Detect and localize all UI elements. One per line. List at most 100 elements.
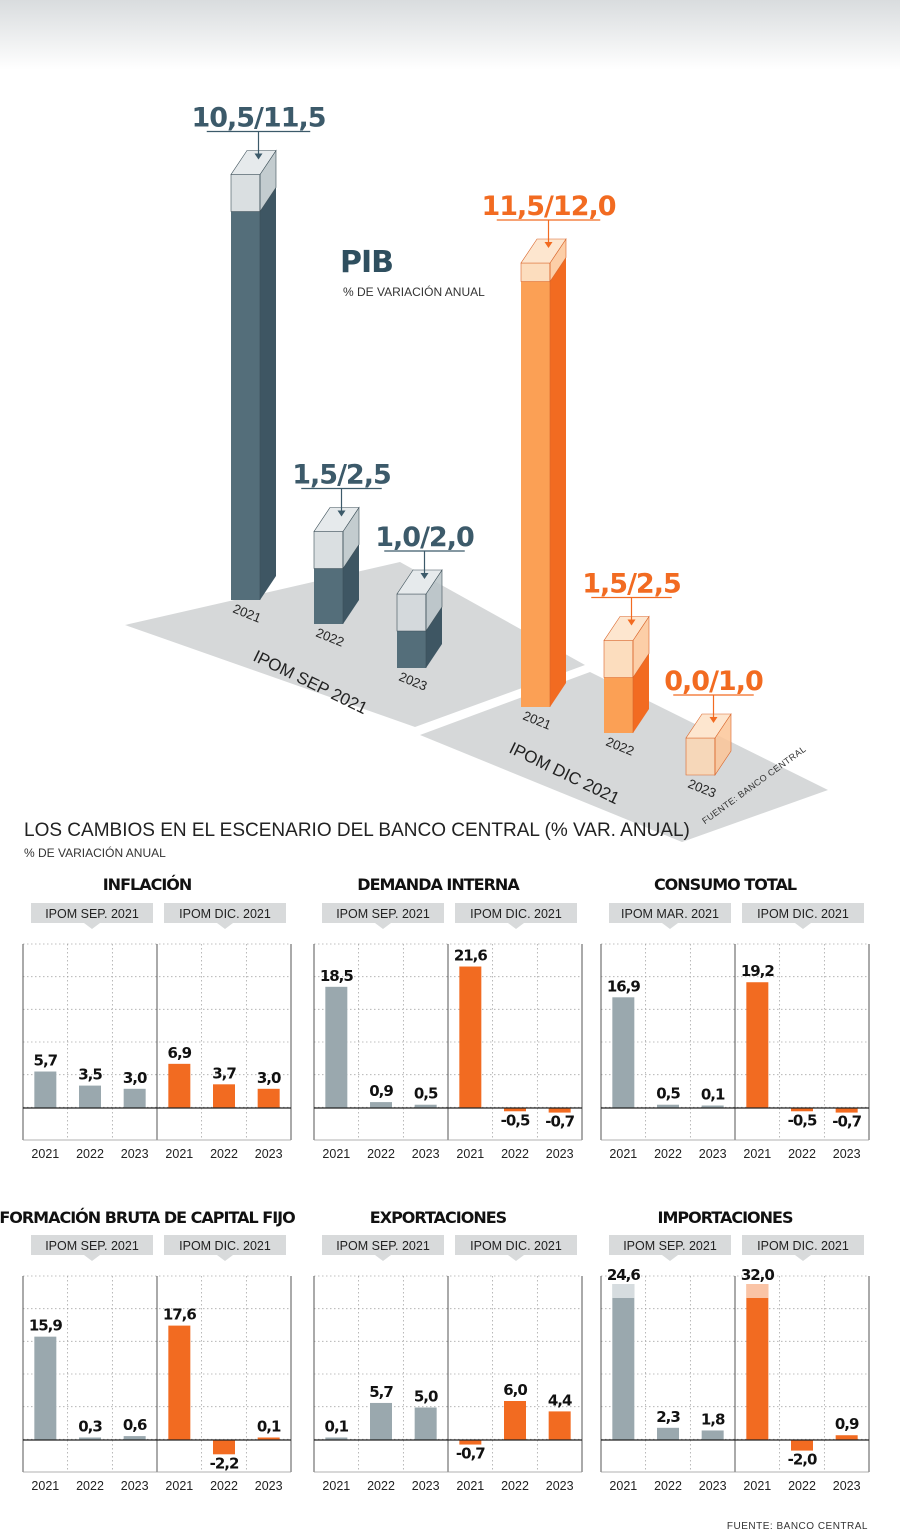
data-bar	[791, 1108, 813, 1112]
pib-bar-top	[313, 507, 360, 532]
data-bar	[79, 1085, 101, 1108]
chart-title: DEMANDA INTERNA	[357, 875, 520, 894]
data-bar	[504, 1108, 526, 1112]
data-label: 0,5	[414, 1085, 438, 1103]
indicator-chart: DEMANDA INTERNA IPOM SEP. 2021 IPOM DIC. 2…	[313, 875, 583, 1161]
pib-value-label: 10,5/11,5	[191, 103, 325, 134]
data-bar	[325, 1437, 348, 1440]
data-label: 0,9	[835, 1415, 859, 1433]
data-bar	[325, 986, 348, 1108]
year-label: 2023	[255, 1479, 283, 1493]
data-bar-break	[612, 1284, 635, 1298]
pib-bar-range-front	[685, 737, 716, 776]
year-label: 2021	[743, 1147, 771, 1161]
data-bar	[746, 982, 769, 1108]
data-bar	[370, 1102, 392, 1108]
data-bar	[257, 1088, 280, 1108]
year-label: 2022	[501, 1147, 529, 1161]
chart-title: IMPORTACIONES	[658, 1208, 793, 1227]
year-label: 2021	[609, 1147, 637, 1161]
period-tab-label: IPOM DIC. 2021	[179, 907, 271, 921]
pib-label-arrowhead	[254, 153, 263, 160]
data-bar	[835, 1108, 858, 1113]
pib-value-label: 1,5/2,5	[582, 569, 681, 600]
data-bar	[701, 1430, 724, 1440]
section-title: LOS CAMBIOS EN EL ESCENARIO DEL BANCO CE…	[24, 820, 690, 841]
data-bar	[257, 1437, 280, 1440]
data-label: 4,4	[548, 1391, 572, 1409]
indicator-chart: EXPORTACIONES IPOM SEP. 2021 IPOM DIC. 202…	[313, 1208, 583, 1493]
year-label: 2022	[501, 1479, 529, 1493]
data-label: 0,9	[369, 1082, 393, 1100]
data-bar	[504, 1401, 526, 1440]
section-subtitle: % DE VARIACIÓN ANUAL	[24, 846, 166, 860]
pib-bar-top	[230, 150, 277, 175]
period-tab	[322, 903, 444, 929]
year-label: 2021	[322, 1147, 350, 1161]
data-label: -0,7	[832, 1113, 861, 1131]
period-tab-label: IPOM DIC. 2021	[470, 907, 562, 921]
data-bar	[123, 1436, 146, 1440]
year-label: 2021	[31, 1479, 59, 1493]
year-label: 2023	[833, 1147, 861, 1161]
year-label: 2022	[210, 1147, 238, 1161]
data-label: 5,7	[369, 1383, 393, 1401]
data-label: 0,6	[123, 1416, 147, 1434]
period-tab-label: IPOM SEP. 2021	[336, 1239, 430, 1253]
data-label: 6,9	[168, 1044, 192, 1062]
data-bar	[459, 1440, 482, 1445]
data-label: -2,0	[788, 1451, 817, 1469]
data-label: 17,6	[163, 1306, 197, 1324]
period-tab	[455, 903, 577, 929]
chart-title: INFLACIÓN	[103, 875, 192, 894]
pib-title: PIB	[340, 245, 393, 280]
data-label: 0,1	[701, 1086, 725, 1104]
pib-bar	[396, 569, 443, 668]
data-bar	[746, 1284, 769, 1440]
pib-bar-range-front	[603, 640, 634, 678]
data-bar	[835, 1435, 858, 1440]
data-label: 19,2	[741, 962, 775, 980]
data-bar	[414, 1407, 437, 1440]
year-label: 2022	[367, 1479, 395, 1493]
pib-bar-side	[426, 607, 442, 668]
platform-ipom-sep	[125, 562, 585, 727]
data-label: 0,5	[656, 1085, 680, 1103]
period-tab	[742, 1235, 864, 1261]
period-tab-label: IPOM DIC. 2021	[757, 1239, 849, 1253]
period-tab	[164, 1235, 286, 1261]
period-tab	[164, 903, 286, 929]
period-tab-label: IPOM DIC. 2021	[470, 1239, 562, 1253]
year-label: 2022	[76, 1147, 104, 1161]
chart-title: FORMACIÓN BRUTA DE CAPITAL FIJO	[0, 1208, 295, 1227]
data-label: -2,2	[210, 1454, 239, 1472]
year-label: 2023	[546, 1479, 574, 1493]
chart-title: EXPORTACIONES	[370, 1208, 507, 1227]
data-bar-break	[746, 1284, 769, 1298]
period-tab-label: IPOM SEP. 2021	[45, 907, 139, 921]
pib-value-label: 1,5/2,5	[292, 460, 391, 491]
year-label: 2021	[456, 1147, 484, 1161]
year-label: 2022	[788, 1147, 816, 1161]
period-tab	[609, 1235, 731, 1261]
pib-label-arrowhead	[337, 510, 346, 517]
pib-bar-front	[397, 631, 426, 668]
data-bar	[79, 1437, 101, 1440]
period-tab-label: IPOM SEP. 2021	[336, 907, 430, 921]
pib-bar-front	[314, 568, 343, 624]
pib-label-arrowhead	[627, 619, 636, 626]
data-label: 0,3	[78, 1418, 102, 1436]
year-label: 2023	[699, 1479, 727, 1493]
year-label: 2023	[699, 1147, 727, 1161]
data-bar	[791, 1440, 813, 1451]
year-label: 2023	[546, 1147, 574, 1161]
data-label: -0,5	[501, 1111, 530, 1129]
pib-bar	[520, 238, 567, 707]
data-bar	[459, 966, 482, 1108]
pib-bar-front	[521, 281, 550, 707]
period-tab	[322, 1235, 444, 1261]
